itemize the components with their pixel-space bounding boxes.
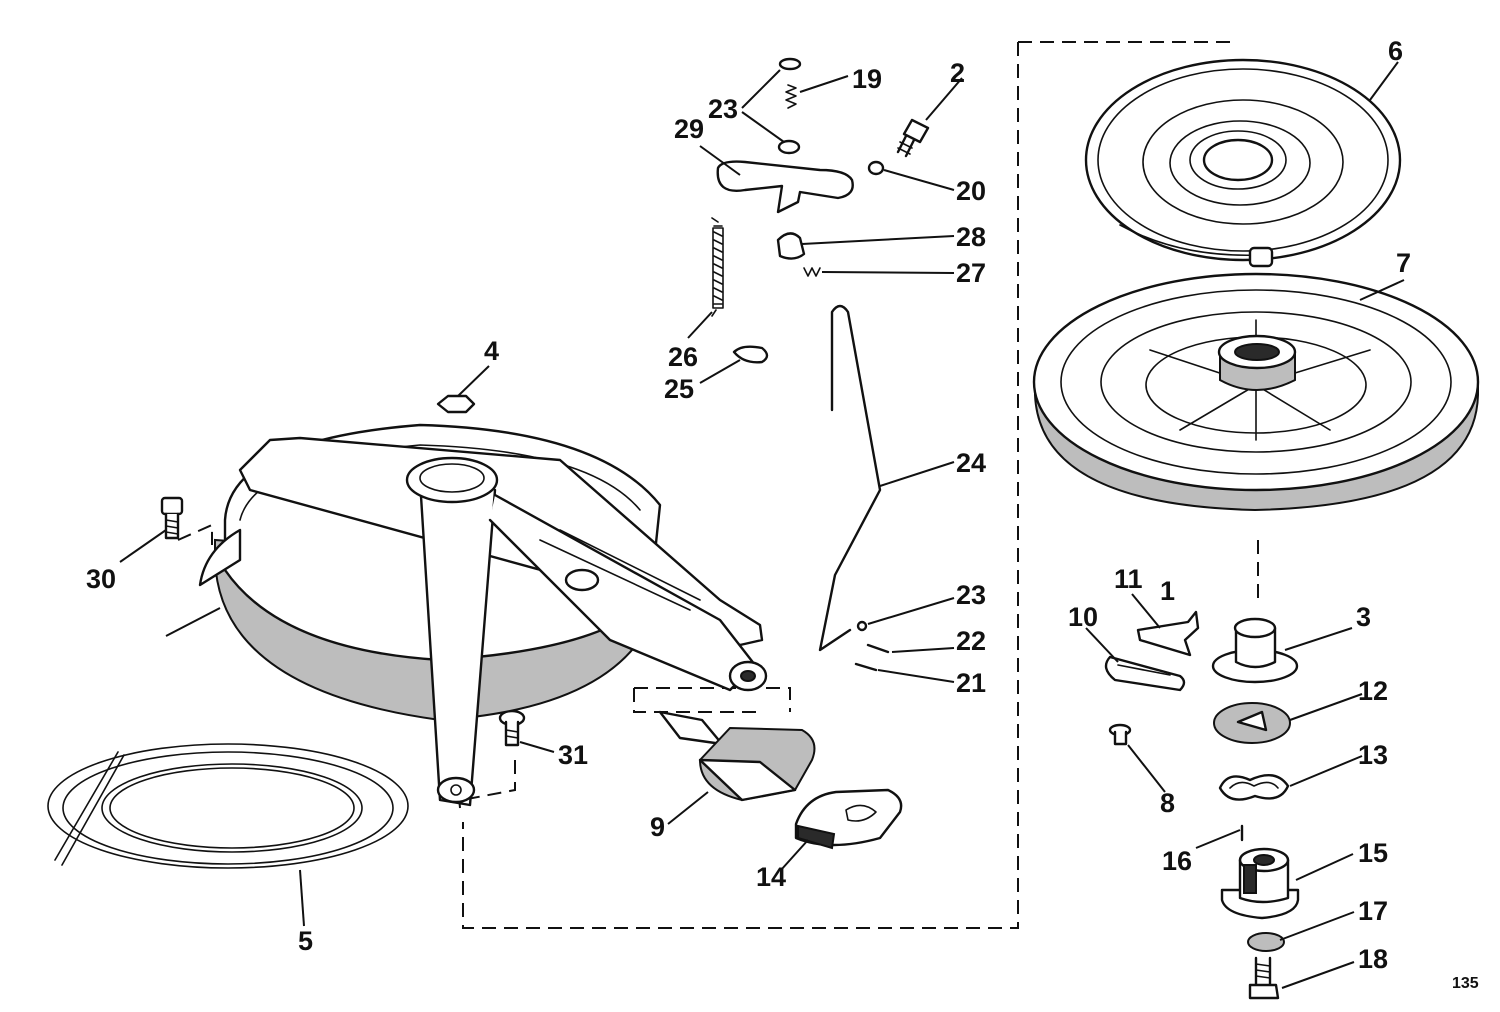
callout-label: 24 <box>956 448 986 478</box>
part-rope-handle <box>658 710 816 802</box>
part-spring-19 <box>785 84 797 109</box>
part-starter-housing <box>198 423 768 807</box>
callout-label: 16 <box>1162 846 1192 876</box>
part-nut-4 <box>436 394 476 414</box>
part-retainer-23-lower <box>856 620 868 632</box>
figure-number: 135 <box>1452 975 1479 992</box>
callout-label: 26 <box>668 342 698 372</box>
part-handle-insert <box>794 788 903 850</box>
callout-label: 29 <box>674 114 704 144</box>
callout-label: 23 <box>708 94 738 124</box>
callout-label: 31 <box>558 740 588 770</box>
callout-label: 10 <box>1068 602 1098 632</box>
callout-labels: 1 2 3 4 5 6 7 8 9 10 11 12 13 14 15 16 1… <box>86 36 1479 992</box>
part-pulley <box>1032 272 1480 512</box>
part-pawl-hub <box>1220 847 1300 920</box>
part-clip-13 <box>1218 774 1290 801</box>
callout-label: 7 <box>1396 248 1411 278</box>
part-washer-20 <box>867 160 885 176</box>
part-screw-2 <box>896 118 930 158</box>
callout-label: 20 <box>956 176 986 206</box>
part-spring-27 <box>803 267 821 277</box>
callout-label: 4 <box>484 336 499 366</box>
callout-label: 3 <box>1356 602 1371 632</box>
callout-label: 30 <box>86 564 116 594</box>
part-retainer-23-upper <box>778 57 802 71</box>
callout-label: 9 <box>650 812 665 842</box>
callout-label: 25 <box>664 374 694 404</box>
part-screw-8 <box>1108 723 1132 746</box>
part-washer-17 <box>1247 932 1285 952</box>
callout-label: 23 <box>956 580 986 610</box>
callout-label: 22 <box>956 626 986 656</box>
callout-label: 15 <box>1358 838 1388 868</box>
part-lever <box>716 160 854 214</box>
part-starter-rope <box>47 743 409 869</box>
part-cam-28 <box>776 232 806 260</box>
part-pin-22 <box>866 643 890 654</box>
callout-label: 5 <box>298 926 313 956</box>
screw-30-dashed-guide <box>177 523 213 545</box>
part-spring-26-body <box>712 227 724 309</box>
part-bolt-18 <box>1248 956 1280 1000</box>
callout-label: 28 <box>956 222 986 252</box>
callout-label: 12 <box>1358 676 1388 706</box>
part-screw-30 <box>160 496 184 540</box>
leader-lines <box>119 61 1405 989</box>
part-washer-12 <box>1213 702 1291 744</box>
part-recoil-spring <box>1084 58 1402 268</box>
part-pawl-link <box>1104 610 1200 692</box>
assembly-dashed-boundary <box>462 41 1230 929</box>
callout-label: 21 <box>956 668 986 698</box>
part-pin-21 <box>854 662 878 672</box>
part-spring-26 <box>711 217 723 317</box>
part-hub <box>1211 617 1299 684</box>
callout-label: 1 <box>1160 576 1175 606</box>
callout-label: 19 <box>852 64 882 94</box>
part-plate-25 <box>732 345 769 364</box>
callout-label: 2 <box>950 58 965 88</box>
callout-label: 11 <box>1114 564 1143 594</box>
callout-label: 18 <box>1358 944 1388 974</box>
callout-label: 8 <box>1160 788 1175 818</box>
part-retainer-23-mid <box>777 139 801 155</box>
part-link-rod <box>818 304 882 652</box>
callout-label: 27 <box>956 258 986 288</box>
handle-dashed-guide <box>633 687 791 713</box>
part-screw-31 <box>498 709 526 747</box>
callout-label: 14 <box>756 862 786 892</box>
callout-label: 13 <box>1358 740 1388 770</box>
callout-label: 6 <box>1388 36 1403 66</box>
callout-label: 17 <box>1358 896 1388 926</box>
